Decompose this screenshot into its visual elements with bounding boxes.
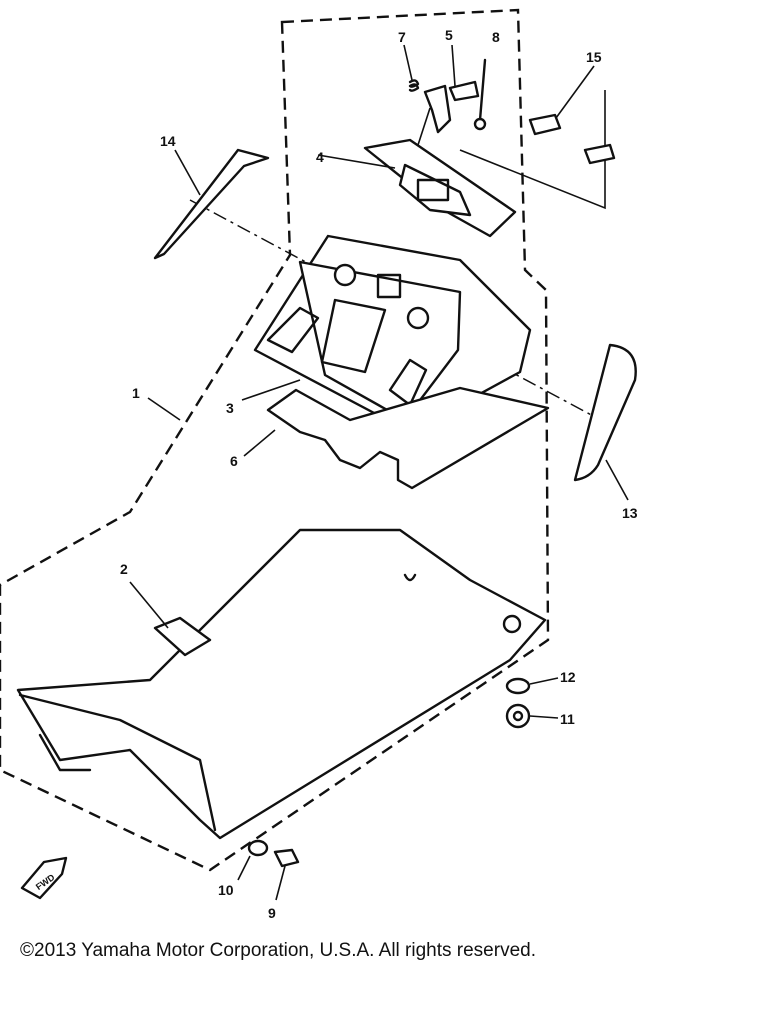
callout-13: 13 [622, 505, 638, 521]
part-6-pad [266, 386, 550, 490]
callout-3: 3 [226, 400, 234, 416]
assembly-boundary [0, 8, 550, 872]
part-12-washer [505, 677, 559, 695]
part-15-clips [528, 113, 616, 165]
leader-part-6 [243, 429, 276, 457]
callout-15: 15 [586, 49, 602, 65]
callout-4: 4 [316, 149, 324, 165]
part-5-latch [417, 80, 480, 146]
callout-9: 9 [268, 905, 276, 921]
leader-part-5 [451, 44, 456, 87]
centerline-side-trim [189, 199, 611, 426]
part-3-seat-base [253, 234, 532, 434]
part-1-seat [16, 528, 547, 840]
copyright-notice: ©2013 Yamaha Motor Corporation, U.S.A. A… [20, 940, 536, 961]
leader-part-15 [459, 90, 606, 210]
callout-14: 14 [160, 133, 176, 149]
callout-8: 8 [492, 29, 500, 45]
callout-5: 5 [445, 27, 453, 43]
callout-1: 1 [132, 385, 140, 401]
part-10-washer [237, 839, 269, 881]
leader-part-3 [241, 379, 301, 401]
front-arrow-icon: FWD [20, 856, 68, 900]
part-11-nut [505, 703, 559, 729]
part-4-bracket [317, 138, 517, 238]
callout-6: 6 [230, 453, 238, 469]
part-9-bolt [273, 848, 300, 901]
leader-part-2 [129, 581, 169, 629]
leader-part-14 [174, 149, 201, 196]
leader-part-7 [403, 44, 413, 81]
parts-diagram: 1 2 3 4 5 6 7 8 9 10 11 12 13 14 15 FWD [0, 8, 638, 921]
part-8-pin [473, 58, 487, 131]
callout-7: 7 [398, 29, 406, 45]
callout-11: 11 [560, 711, 575, 727]
part-2-emblem [153, 616, 212, 657]
leader-part-13 [605, 459, 629, 501]
part-13-right-trim [573, 343, 637, 482]
callout-2: 2 [120, 561, 128, 577]
part-14-left-trim [153, 148, 270, 260]
callout-10: 10 [218, 882, 234, 898]
leader-part-1 [147, 397, 181, 421]
part-7-spring [408, 79, 420, 92]
leader-part-15b [555, 65, 595, 119]
callout-12: 12 [560, 669, 576, 685]
